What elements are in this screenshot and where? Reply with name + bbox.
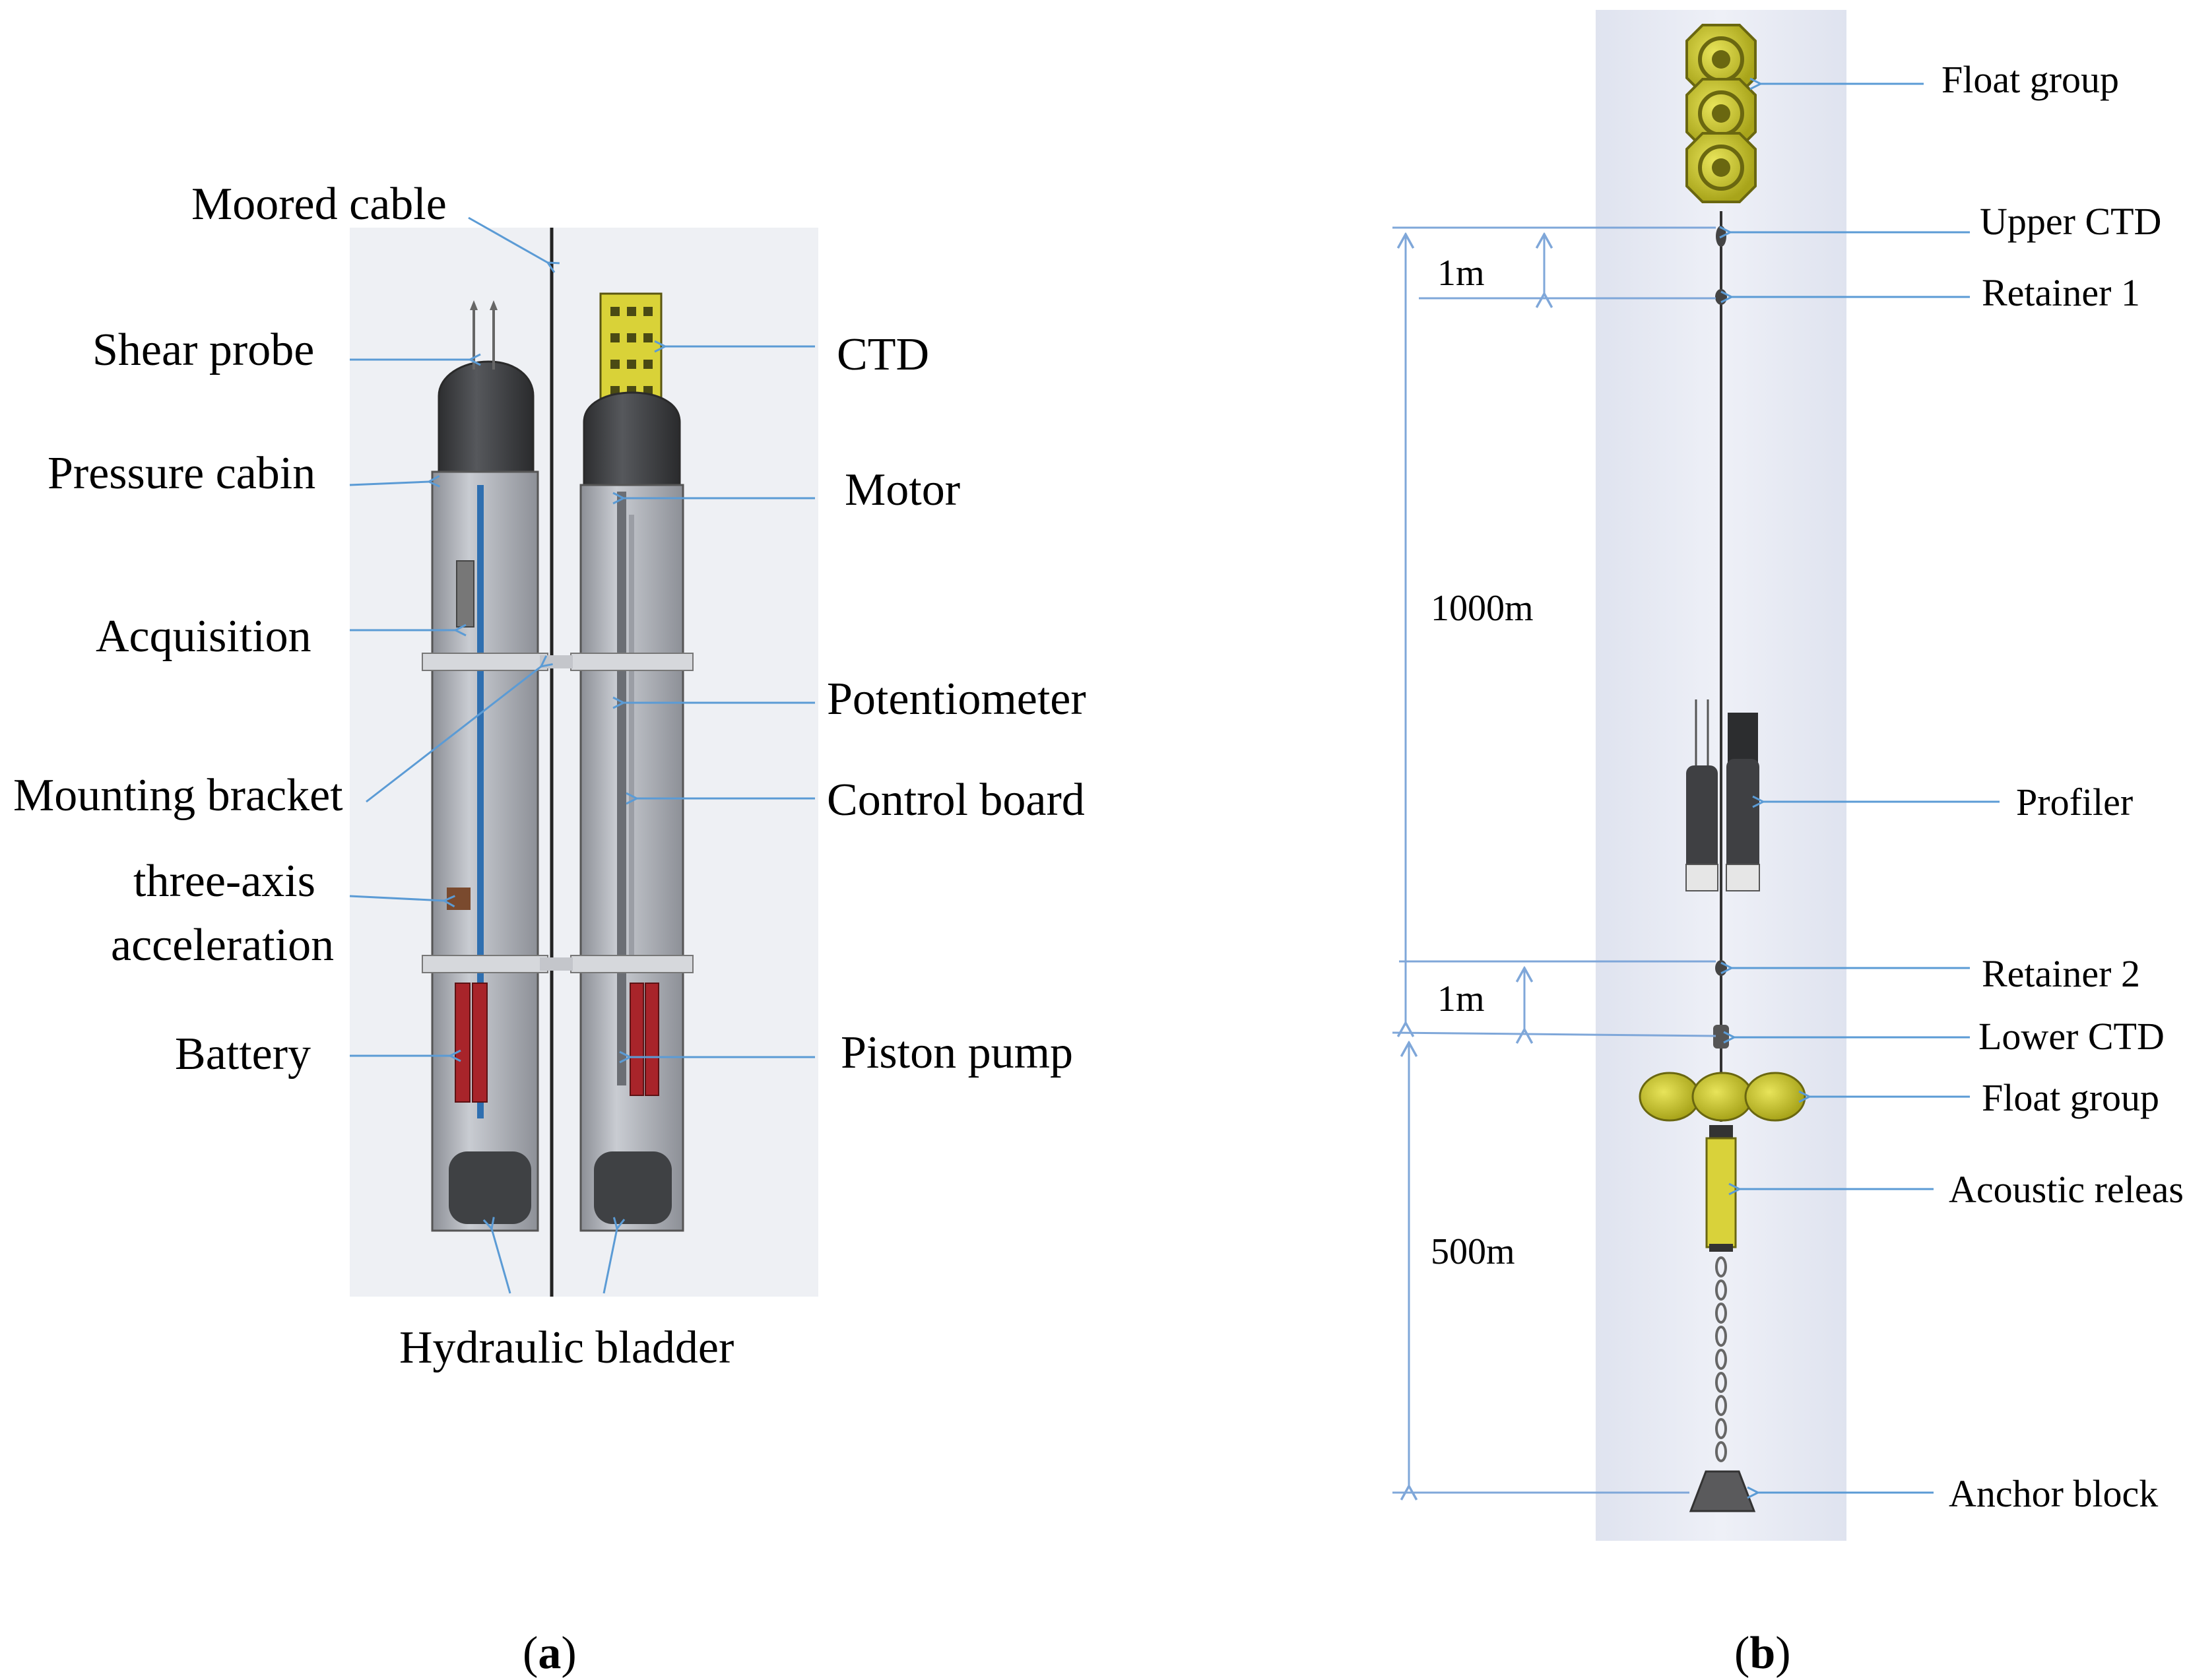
retainer-2-device <box>1715 960 1727 976</box>
acoustic-release-device <box>1705 1125 1737 1252</box>
label-retainer-1: Retainer 1 <box>1982 271 2140 314</box>
caption-b: (b) <box>1734 1628 1791 1679</box>
arrow-pressure-cabin <box>349 482 429 485</box>
right-instrument <box>570 292 694 1232</box>
float-group-top <box>1685 24 1757 203</box>
label-retainer-2: Retainer 2 <box>1982 952 2140 995</box>
label-three-axis-line2: acceleration <box>111 920 334 971</box>
left-instrument <box>422 300 548 1232</box>
dim-1m-top: 1m <box>1437 253 1485 294</box>
label-lower-ctd: Lower CTD <box>1978 1015 2165 1058</box>
arrow-bladder-left <box>492 1229 511 1294</box>
label-motor: Motor <box>845 465 960 515</box>
label-shear-probe: Shear probe <box>92 325 314 375</box>
upper-ctd-device <box>1716 226 1726 247</box>
dimension-lines <box>1392 226 1716 1493</box>
arrow-three-axis <box>349 896 444 901</box>
label-potentiometer: Potentiometer <box>827 674 1086 725</box>
label-ctd: CTD <box>837 329 929 380</box>
arrow-moored-cable <box>468 216 548 263</box>
anchor-chain <box>1715 1256 1727 1462</box>
arrow-mounting-bracket <box>366 666 541 803</box>
label-acquisition: Acquisition <box>96 611 311 662</box>
caption-a: (a) <box>523 1628 577 1679</box>
label-battery: Battery <box>175 1029 311 1080</box>
arrow-bladder-right <box>603 1229 617 1294</box>
label-piston-pump: Piston pump <box>841 1027 1073 1078</box>
label-float-group-top: Float group <box>1941 58 2119 101</box>
panel-b-arrows <box>1730 84 2000 1493</box>
dim-1m-bottom: 1m <box>1437 979 1485 1019</box>
label-control-board: Control board <box>827 775 1085 825</box>
retainer-1-device <box>1715 289 1727 305</box>
label-pressure-cabin: Pressure cabin <box>48 448 315 499</box>
label-profiler: Profiler <box>2016 781 2133 824</box>
label-moored-cable: Moored cable <box>191 179 447 230</box>
panel-a: Moored cable Shear probe Pressure cabin … <box>13 179 1086 1679</box>
label-three-axis-line1: three-axis <box>133 856 315 907</box>
label-anchor-block: Anchor block <box>1949 1472 2158 1515</box>
label-mounting-bracket: Mounting bracket <box>13 770 343 821</box>
profiler-device <box>1685 699 1760 891</box>
dim-1000m: 1000m <box>1431 588 1534 629</box>
label-hydraulic-bladder: Hydraulic bladder <box>399 1322 734 1373</box>
anchor-block-device <box>1689 1470 1756 1512</box>
label-float-group-bottom: Float group <box>1982 1076 2159 1119</box>
float-group-bottom <box>1639 1072 1806 1122</box>
panel-b: 1m 1000m 1m 500m Float group Upper CTD R… <box>1392 10 2185 1679</box>
panel-a-arrows <box>349 216 815 1294</box>
label-acoustic-release: Acoustic release <box>1949 1168 2185 1211</box>
dim-500m: 500m <box>1431 1231 1515 1272</box>
label-upper-ctd: Upper CTD <box>1980 200 2161 243</box>
